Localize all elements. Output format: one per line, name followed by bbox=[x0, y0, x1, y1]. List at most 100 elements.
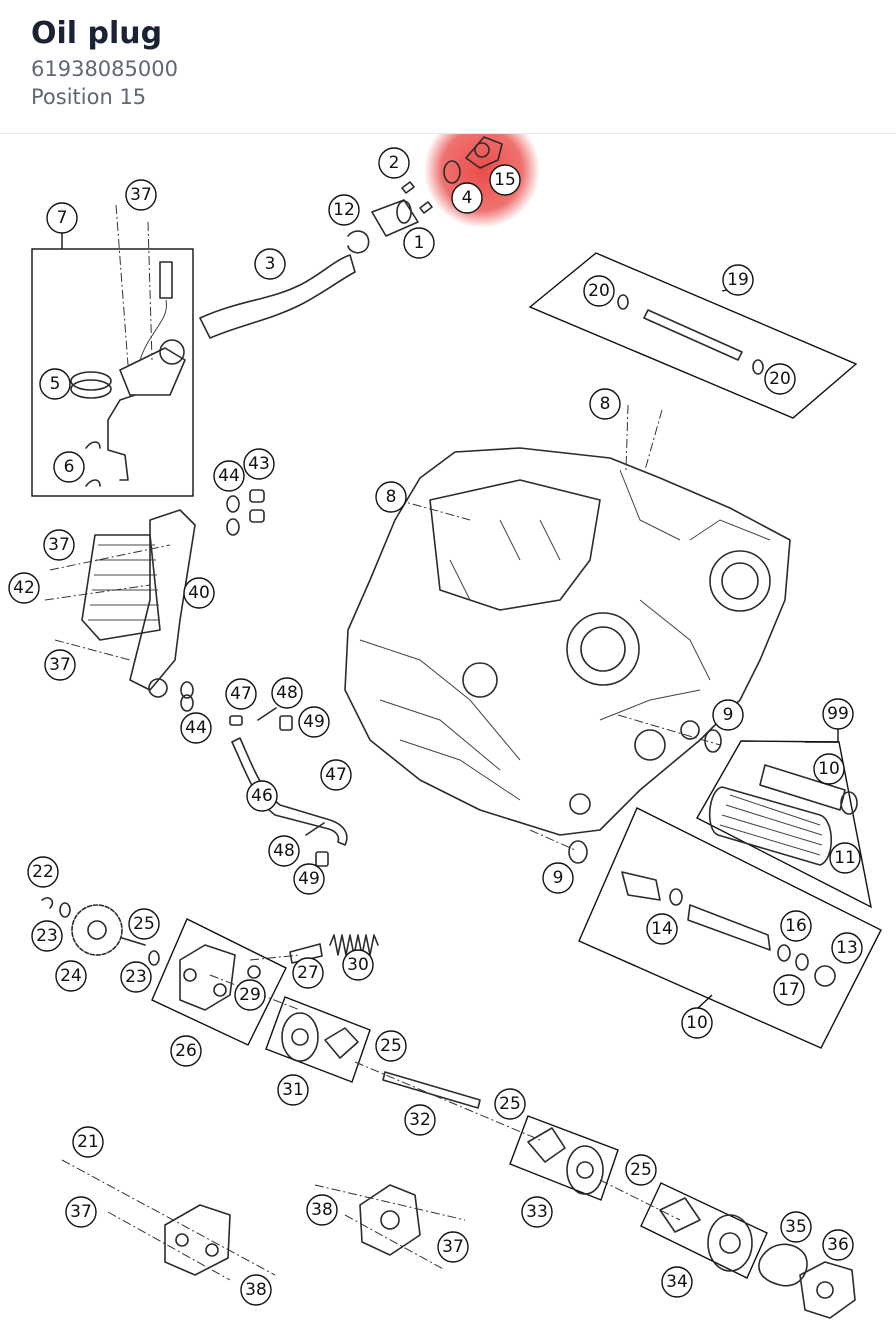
callout-47-upper[interactable]: 47 bbox=[225, 678, 257, 710]
svg-text:9: 9 bbox=[553, 868, 564, 888]
callout-46[interactable]: 46 bbox=[246, 780, 278, 812]
diagram-canvas: 1 2 3 4 5 6 7 8 8 9 9 10 10 11 12 13 14 … bbox=[8, 134, 882, 1319]
position-label: Position 15 bbox=[31, 85, 147, 109]
callout-20-right[interactable]: 20 bbox=[764, 363, 796, 395]
exploded-parts-diagram: 1 2 3 4 5 6 7 8 8 9 9 10 10 11 12 13 14 … bbox=[0, 134, 896, 1335]
callout-42[interactable]: 42 bbox=[8, 572, 40, 604]
callout-29[interactable]: 29 bbox=[234, 979, 266, 1011]
svg-text:17: 17 bbox=[778, 980, 800, 1000]
svg-text:49: 49 bbox=[298, 869, 320, 889]
svg-text:36: 36 bbox=[827, 1235, 849, 1255]
callout-4[interactable]: 4 bbox=[451, 182, 483, 214]
svg-text:22: 22 bbox=[32, 862, 54, 882]
callout-37-bottom-left[interactable]: 37 bbox=[65, 1196, 97, 1228]
callout-37-cooler-lower[interactable]: 37 bbox=[44, 649, 76, 681]
oil-pump-suction-unit bbox=[70, 261, 186, 487]
svg-text:26: 26 bbox=[175, 1041, 197, 1061]
callout-15-selected[interactable]: 15 bbox=[489, 164, 521, 196]
callout-25-right[interactable]: 25 bbox=[625, 1154, 657, 1186]
callout-24[interactable]: 24 bbox=[55, 960, 87, 992]
pressure-pipe-frame bbox=[528, 252, 858, 419]
callout-10-lower[interactable]: 10 bbox=[681, 1007, 713, 1039]
svg-text:32: 32 bbox=[409, 1110, 431, 1130]
svg-text:9: 9 bbox=[723, 705, 734, 725]
callout-22[interactable]: 22 bbox=[27, 856, 59, 888]
callout-26[interactable]: 26 bbox=[170, 1035, 202, 1067]
svg-text:49: 49 bbox=[303, 712, 325, 732]
svg-text:44: 44 bbox=[218, 466, 240, 486]
callout-35[interactable]: 35 bbox=[780, 1211, 812, 1243]
svg-text:29: 29 bbox=[239, 985, 261, 1005]
callout-43[interactable]: 43 bbox=[243, 448, 275, 480]
callout-2[interactable]: 2 bbox=[378, 147, 410, 179]
oil-hose bbox=[199, 199, 419, 339]
callout-6[interactable]: 6 bbox=[53, 451, 85, 483]
callout-31[interactable]: 31 bbox=[277, 1074, 309, 1106]
callout-8-left[interactable]: 8 bbox=[375, 481, 407, 513]
svg-text:38: 38 bbox=[311, 1200, 333, 1220]
small-fasteners bbox=[401, 181, 433, 214]
callout-48-upper[interactable]: 48 bbox=[271, 677, 303, 709]
callout-37-top[interactable]: 37 bbox=[125, 179, 157, 211]
callout-12[interactable]: 12 bbox=[328, 194, 360, 226]
callout-21[interactable]: 21 bbox=[72, 1126, 104, 1158]
callout-25-gear[interactable]: 25 bbox=[128, 908, 160, 940]
svg-text:2: 2 bbox=[389, 153, 400, 173]
oil-pump-drive-gear bbox=[41, 897, 160, 966]
callout-27[interactable]: 27 bbox=[292, 957, 324, 989]
svg-text:7: 7 bbox=[57, 208, 68, 228]
callout-23-left[interactable]: 23 bbox=[31, 920, 63, 952]
callout-10-upper[interactable]: 10 bbox=[813, 753, 845, 785]
pressure-regulator-frame bbox=[578, 807, 882, 1049]
callout-47-lower[interactable]: 47 bbox=[320, 759, 352, 791]
callout-9-lower[interactable]: 9 bbox=[542, 862, 574, 894]
pump-cover-frame bbox=[151, 918, 287, 1046]
svg-text:25: 25 bbox=[133, 914, 155, 934]
callout-33[interactable]: 33 bbox=[521, 1196, 553, 1228]
callout-36[interactable]: 36 bbox=[822, 1229, 854, 1261]
callout-30[interactable]: 30 bbox=[342, 949, 374, 981]
rotor-pair-frame bbox=[509, 1115, 619, 1201]
callout-11[interactable]: 11 bbox=[829, 842, 861, 874]
callout-3[interactable]: 3 bbox=[254, 248, 286, 280]
callout-34[interactable]: 34 bbox=[661, 1266, 693, 1298]
callout-25-shaft[interactable]: 25 bbox=[494, 1088, 526, 1120]
callout-38-center[interactable]: 38 bbox=[306, 1194, 338, 1226]
oil-pump-cover bbox=[179, 944, 261, 1011]
callout-19[interactable]: 19 bbox=[722, 264, 754, 296]
svg-text:37: 37 bbox=[130, 185, 152, 205]
svg-text:35: 35 bbox=[785, 1217, 807, 1237]
svg-text:25: 25 bbox=[630, 1160, 652, 1180]
callout-9-upper[interactable]: 9 bbox=[712, 699, 744, 731]
svg-text:10: 10 bbox=[686, 1013, 708, 1033]
callout-20-left[interactable]: 20 bbox=[583, 275, 615, 307]
callout-99[interactable]: 99 bbox=[822, 698, 854, 730]
callout-13[interactable]: 13 bbox=[831, 932, 863, 964]
callout-49-lower[interactable]: 49 bbox=[293, 863, 325, 895]
callout-23-right[interactable]: 23 bbox=[120, 961, 152, 993]
callout-25-rotor[interactable]: 25 bbox=[375, 1030, 407, 1062]
part-number: 61938085000 bbox=[31, 57, 178, 81]
callout-44-cooler[interactable]: 44 bbox=[180, 712, 212, 744]
callout-44-top[interactable]: 44 bbox=[213, 460, 245, 492]
callout-5[interactable]: 5 bbox=[39, 368, 71, 400]
svg-text:46: 46 bbox=[251, 786, 273, 806]
callout-14[interactable]: 14 bbox=[646, 913, 678, 945]
rotor-set-33 bbox=[527, 1127, 604, 1195]
callout-1[interactable]: 1 bbox=[403, 227, 435, 259]
callout-17[interactable]: 17 bbox=[773, 974, 805, 1006]
callout-8-top[interactable]: 8 bbox=[589, 388, 621, 420]
callout-37-cooler-upper[interactable]: 37 bbox=[43, 529, 75, 561]
callout-48-lower[interactable]: 48 bbox=[268, 835, 300, 867]
callout-32[interactable]: 32 bbox=[404, 1104, 436, 1136]
pump-body-center bbox=[359, 1184, 421, 1256]
svg-text:6: 6 bbox=[64, 457, 75, 477]
callout-49-upper[interactable]: 49 bbox=[298, 706, 330, 738]
callout-38-left[interactable]: 38 bbox=[240, 1274, 272, 1306]
svg-text:27: 27 bbox=[297, 963, 319, 983]
oil-cooler bbox=[81, 509, 196, 712]
callout-7[interactable]: 7 bbox=[46, 202, 78, 234]
callout-37-bottom-center[interactable]: 37 bbox=[437, 1231, 469, 1263]
callout-16[interactable]: 16 bbox=[780, 910, 812, 942]
callout-40[interactable]: 40 bbox=[183, 577, 215, 609]
